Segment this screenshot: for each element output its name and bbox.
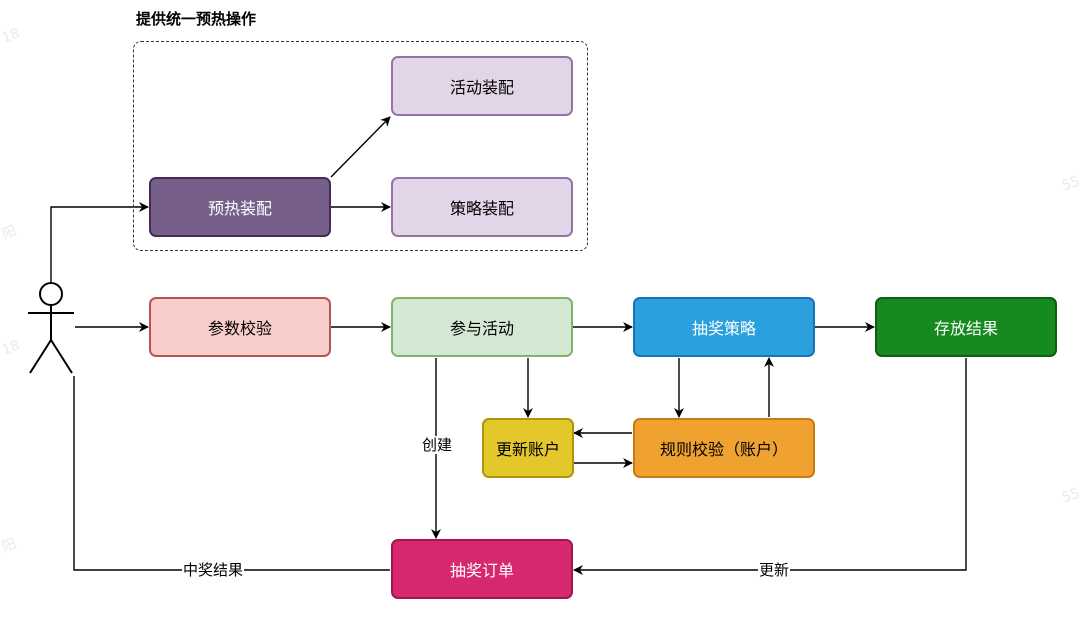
edge-label-create: 创建 [421,436,454,454]
edge-preheat-activity [330,116,391,178]
edge-label-update: 更新 [758,561,791,579]
preheat-group-box [133,41,588,251]
node-join-activity[interactable]: 参与活动 [391,297,573,357]
node-param-check[interactable]: 参数校验 [149,297,331,357]
node-draw-strategy[interactable]: 抽奖策略 [633,297,815,357]
node-store-result[interactable]: 存放结果 [875,297,1057,357]
edge-order-actor [73,376,390,571]
node-update-account[interactable]: 更新账户 [482,418,574,478]
group-title: 提供统一预热操作 [136,10,257,28]
node-strategy-assembly[interactable]: 策略装配 [391,177,573,237]
node-draw-order[interactable]: 抽奖订单 [391,539,573,599]
edge-actor-preheat [50,202,149,282]
user-actor-icon [28,282,74,374]
node-activity-assembly[interactable]: 活动装配 [391,56,573,116]
node-preheat[interactable]: 预热装配 [149,177,331,237]
edge-label-win-result: 中奖结果 [182,561,245,579]
node-rule-check[interactable]: 规则校验（账户） [633,418,815,478]
edge-store-order [573,358,967,575]
